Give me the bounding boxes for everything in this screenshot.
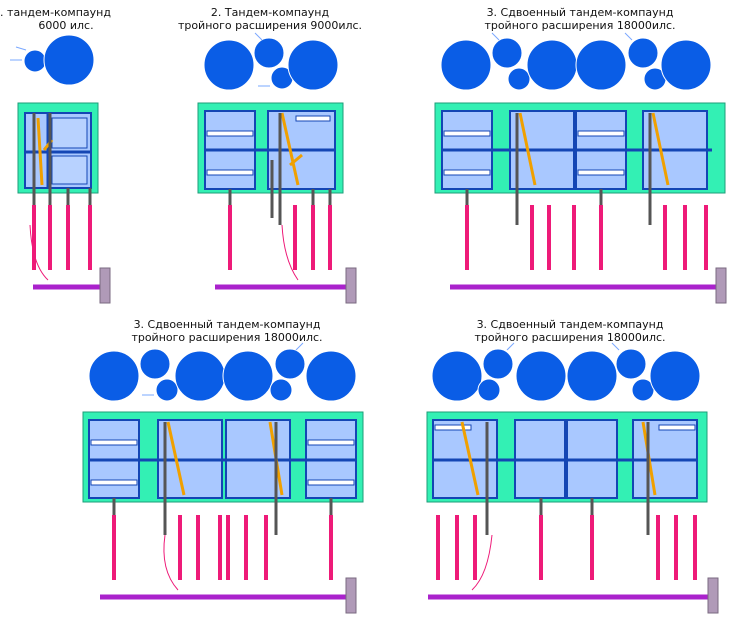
- panel-1: 1. тандем-компаунд 6000 илс.: [0, 6, 111, 304]
- cylinder-circle: [515, 350, 567, 402]
- panel-3-engine-elevation: [434, 102, 727, 304]
- steam-arrow: [506, 342, 515, 351]
- cylinder-circle: [43, 34, 95, 86]
- panel-3: 3. Сдвоенный тандем-компаунд тройного ра…: [434, 6, 727, 304]
- cylinder-circle: [88, 350, 140, 402]
- panel-3-caption-line1: 3. Сдвоенный тандем-компаунд: [487, 6, 674, 19]
- panel-1-caption-line2: 6000 илс.: [38, 19, 93, 32]
- slide-bar: [307, 479, 355, 486]
- panel-4: 3. Сдвоенный тандем-компаунд тройного ра…: [82, 318, 364, 614]
- cylinder-circle: [305, 350, 357, 402]
- slide-bar: [577, 130, 625, 137]
- valve-gear: [651, 112, 670, 186]
- panel-4-caption-line1: 3. Сдвоенный тандем-компаунд: [134, 318, 321, 331]
- panel-4-engine-elevation: [82, 411, 364, 614]
- slide-bar: [206, 169, 254, 176]
- slide-bar: [90, 439, 138, 446]
- panel-2-caption-line2: тройного расширения 9000илс.: [178, 19, 362, 32]
- panel-5-caption-line1: 3. Сдвоенный тандем-компаунд: [477, 318, 664, 331]
- cylinder-circle: [660, 39, 712, 91]
- panel-4-caption-line2: тройного расширения 18000илс.: [131, 331, 322, 344]
- cylinder-circle: [253, 37, 285, 69]
- cylinder-circle: [649, 350, 701, 402]
- cylinder-circle: [222, 350, 274, 402]
- valve-gear: [36, 117, 44, 186]
- cylinder-circle: [526, 39, 578, 91]
- slide-bar: [206, 130, 254, 137]
- steam-arrow: [611, 342, 620, 351]
- valve-rod: [163, 534, 179, 591]
- cylinder-circle: [507, 67, 531, 91]
- panel-3-caption-line2: тройного расширения 18000илс.: [484, 19, 675, 32]
- valve-gear: [280, 112, 300, 186]
- panel-2-engine-elevation: [197, 102, 357, 304]
- valve-rod: [29, 224, 49, 281]
- steam-arrow: [15, 46, 27, 51]
- flywheel: [345, 577, 357, 614]
- flywheel: [707, 577, 719, 614]
- cylinder-circle: [274, 348, 306, 380]
- panel-1-engine-elevation: [17, 102, 111, 304]
- steam-arrow: [624, 32, 633, 41]
- slide-bar: [434, 424, 472, 431]
- cylinder-circle: [440, 39, 492, 91]
- panel-5-caption-line2: тройного расширения 18000илс.: [474, 331, 665, 344]
- cylinder-circle: [566, 350, 618, 402]
- valve-gear: [518, 112, 537, 186]
- cylinder-circle: [627, 37, 659, 69]
- panel-2-cylinder-plan: [203, 32, 339, 91]
- valve-rod: [281, 224, 299, 281]
- valve-chest: [51, 117, 88, 149]
- valve-gear: [166, 421, 186, 496]
- flywheel: [99, 267, 111, 304]
- panel-5-engine-elevation: [426, 411, 719, 614]
- cylinder-circle: [431, 350, 483, 402]
- panel-5: 3. Сдвоенный тандем-компаунд тройного ра…: [426, 318, 719, 614]
- panel-1-cylinder-plan: [10, 34, 95, 86]
- panel-4-cylinder-plan: [88, 342, 357, 402]
- cylinder-circle: [287, 39, 339, 91]
- slide-bar: [443, 169, 491, 176]
- cylinder-circle: [491, 37, 523, 69]
- cylinder-circle: [174, 350, 226, 402]
- valve-gear: [460, 421, 480, 496]
- cylinder-circle: [482, 348, 514, 380]
- slide-bar: [658, 424, 696, 431]
- cylinder-circle: [477, 378, 501, 402]
- cylinder-circle: [23, 49, 47, 73]
- cylinder-circle: [155, 378, 179, 402]
- slide-bar: [295, 115, 331, 122]
- panel-1-caption-line1: 1. тандем-компаунд: [0, 6, 111, 19]
- flywheel: [345, 267, 357, 304]
- panel-2: 2. Тандем-компаунд тройного расширения 9…: [178, 6, 362, 304]
- steam-arrow: [295, 342, 304, 351]
- panel-2-caption-line1: 2. Тандем-компаунд: [211, 6, 330, 19]
- slide-bar: [90, 479, 138, 486]
- slide-bar: [577, 169, 625, 176]
- valve-chest: [51, 155, 88, 185]
- cylinder-circle: [139, 348, 171, 380]
- cylinder-circle: [575, 39, 627, 91]
- steam-arrow: [491, 32, 500, 41]
- cylinder-circle: [269, 378, 293, 402]
- cylinder-circle: [203, 39, 255, 91]
- valve-gear: [289, 153, 303, 167]
- flywheel: [715, 267, 727, 304]
- cylinder-circle: [615, 348, 647, 380]
- slide-bar: [307, 439, 355, 446]
- panel-3-cylinder-plan: [440, 32, 712, 91]
- panel-5-cylinder-plan: [431, 342, 701, 402]
- slide-bar: [443, 130, 491, 137]
- steam-arrow: [254, 32, 263, 41]
- valve-rod: [471, 534, 493, 591]
